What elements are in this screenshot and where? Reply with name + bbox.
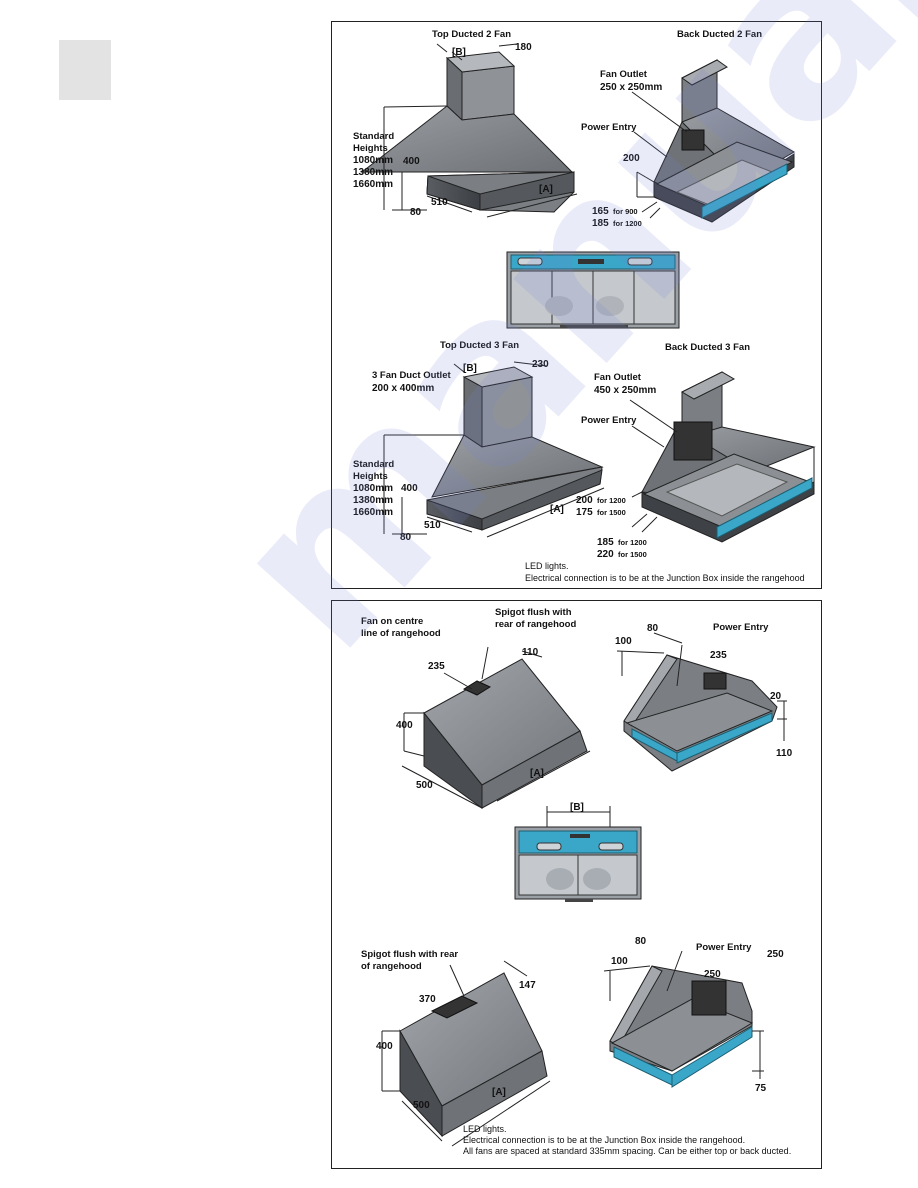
dim-a-label-a: [A] bbox=[530, 768, 544, 779]
height-1080-3: 1080mm bbox=[353, 483, 393, 494]
front-view-2-fan-drawing bbox=[514, 806, 642, 902]
heights-label-3: Heights bbox=[353, 471, 388, 482]
duct-outlet-size: 200 x 400mm bbox=[372, 383, 434, 394]
spigot-flush-1: Spigot flush with bbox=[495, 607, 572, 618]
hood-back-ducted-drawing bbox=[616, 632, 787, 772]
dim-75-d: 75 bbox=[755, 1083, 767, 1094]
height-1080: 1080mm bbox=[353, 155, 393, 166]
note-electrical-connection-b: Electrical connection is to be at the Ju… bbox=[463, 1135, 745, 1145]
dim-80-d: 80 bbox=[635, 936, 647, 947]
dim-185-3: 185 bbox=[597, 537, 614, 548]
dim-a-label-3: [A] bbox=[550, 504, 564, 515]
dim-500-c: 500 bbox=[413, 1100, 430, 1111]
dim-230: 230 bbox=[532, 359, 549, 370]
dim-b-label-front: [B] bbox=[570, 802, 584, 813]
dim-80: 80 bbox=[410, 207, 422, 218]
front-view-3-fan-drawing bbox=[506, 251, 680, 329]
spigot-flush-rear-1: Spigot flush with rear bbox=[361, 949, 458, 960]
top-ducted-3-title: Top Ducted 3 Fan bbox=[440, 340, 519, 351]
dim-500-a: 500 bbox=[416, 780, 433, 791]
dim-200: 200 bbox=[623, 153, 640, 164]
dim-110-a: 110 bbox=[522, 647, 539, 658]
dim-100-d: 100 bbox=[611, 956, 628, 967]
fan-outlet-size-3: 450 x 250mm bbox=[594, 385, 656, 396]
dim-100-b: 100 bbox=[615, 636, 632, 647]
for-1500-3: for 1500 bbox=[597, 508, 626, 517]
for-1200-3: for 1200 bbox=[597, 496, 626, 505]
dim-235-b: 235 bbox=[710, 650, 727, 661]
dim-510: 510 bbox=[431, 197, 448, 208]
dim-250b-d: 250 bbox=[767, 949, 784, 960]
dim-b-label-3: [B] bbox=[463, 363, 477, 374]
note-fan-spacing: All fans are spaced at standard 335mm sp… bbox=[463, 1146, 791, 1156]
power-entry-label-b: Power Entry bbox=[713, 622, 769, 633]
dim-b-label: [B] bbox=[452, 47, 466, 58]
back-ducted-2-fan-drawing bbox=[631, 59, 796, 223]
standard-label-3: Standard bbox=[353, 459, 394, 470]
duct-outlet-label: 3 Fan Duct Outlet bbox=[372, 370, 451, 381]
dim-400-c: 400 bbox=[376, 1041, 393, 1052]
drawing-panel-chimney: Top Ducted 2 Fan [B] 180 Standard Height… bbox=[331, 21, 822, 589]
dim-400-3: 400 bbox=[401, 483, 418, 494]
top-ducted-3-fan-drawing bbox=[383, 361, 605, 538]
height-1660-3: 1660mm bbox=[353, 507, 393, 518]
dim-200-3: 200 bbox=[576, 495, 593, 506]
dim-80-3: 80 bbox=[400, 532, 412, 543]
standard-label: Standard bbox=[353, 131, 394, 142]
hood-3-fan-drawing bbox=[381, 960, 551, 1147]
hood-top-ducted-drawing bbox=[401, 646, 591, 809]
dim-185: 185 bbox=[592, 218, 609, 229]
section-tab-marker bbox=[59, 40, 111, 100]
power-entry-label: Power Entry bbox=[581, 122, 637, 133]
dim-147: 147 bbox=[519, 980, 536, 991]
dim-80-b: 80 bbox=[647, 623, 659, 634]
dim-165: 165 bbox=[592, 206, 609, 217]
height-1660: 1660mm bbox=[353, 179, 393, 190]
note-electrical-connection: Electrical connection is to be at the Ju… bbox=[525, 573, 805, 583]
dim-110-b: 110 bbox=[776, 748, 793, 759]
top-ducted-2-title: Top Ducted 2 Fan bbox=[432, 29, 511, 40]
dim-a-label: [A] bbox=[539, 184, 553, 195]
dim-20-b: 20 bbox=[770, 691, 782, 702]
fan-outlet-label: Fan Outlet bbox=[600, 69, 648, 80]
note-led-lights: LED lights. bbox=[525, 561, 569, 571]
power-entry-label-3: Power Entry bbox=[581, 415, 637, 426]
fan-outlet-size: 250 x 250mm bbox=[600, 82, 662, 93]
dim-510-3: 510 bbox=[424, 520, 441, 531]
back-ducted-3-title: Back Ducted 3 Fan bbox=[665, 342, 750, 353]
height-1380: 1380mm bbox=[353, 167, 393, 178]
power-entry-label-d: Power Entry bbox=[696, 942, 752, 953]
heights-label: Heights bbox=[353, 143, 388, 154]
dim-180: 180 bbox=[515, 42, 532, 53]
dim-a-label-c: [A] bbox=[492, 1087, 506, 1098]
spigot-flush-2: rear of rangehood bbox=[495, 619, 576, 630]
for-1500-3b: for 1500 bbox=[618, 550, 647, 559]
fan-centre-line-2: line of rangehood bbox=[361, 628, 441, 639]
top-ducted-2-fan-drawing bbox=[360, 43, 578, 218]
back-ducted-2-title: Back Ducted 2 Fan bbox=[677, 29, 762, 40]
fan-centre-line-1: Fan on centre bbox=[361, 616, 423, 627]
spigot-flush-rear-2: of rangehood bbox=[361, 961, 422, 972]
dim-235-a: 235 bbox=[428, 661, 445, 672]
back-ducted-3-fan-drawing bbox=[629, 371, 816, 543]
dim-220: 220 bbox=[597, 549, 614, 560]
dim-400: 400 bbox=[403, 156, 420, 167]
height-1380-3: 1380mm bbox=[353, 495, 393, 506]
drawing-panel-undermount: Fan on centre line of rangehood Spigot f… bbox=[331, 600, 822, 1169]
dim-175: 175 bbox=[576, 507, 593, 518]
for-1200: for 1200 bbox=[613, 219, 642, 228]
for-1200-3b: for 1200 bbox=[618, 538, 647, 547]
fan-outlet-label-3: Fan Outlet bbox=[594, 372, 642, 383]
dim-400-a: 400 bbox=[396, 720, 413, 731]
dim-370: 370 bbox=[419, 994, 436, 1005]
for-900: for 900 bbox=[613, 207, 638, 216]
note-led-lights-b: LED lights. bbox=[463, 1124, 507, 1134]
dim-250-d: 250 bbox=[704, 969, 721, 980]
hood-3-fan-back-drawing bbox=[603, 950, 764, 1088]
